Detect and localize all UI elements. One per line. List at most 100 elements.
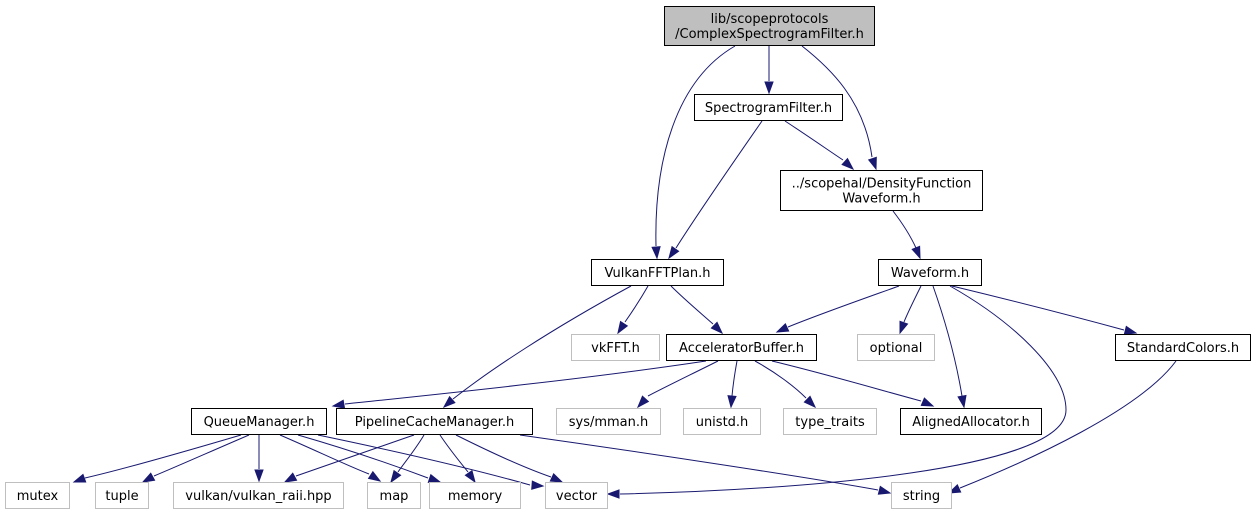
node-box[interactable] xyxy=(783,408,877,435)
node-box[interactable] xyxy=(336,408,533,435)
node-vulkanraii[interactable]: vulkan/vulkan_raii.hpp xyxy=(173,482,344,509)
edge-line xyxy=(519,434,879,491)
node-box[interactable] xyxy=(878,259,982,286)
arrowhead xyxy=(367,470,382,482)
node-box[interactable] xyxy=(591,259,724,286)
edge-waveform-to-vector xyxy=(606,285,1067,499)
arrowhead xyxy=(464,469,476,484)
node-optional[interactable]: optional xyxy=(857,334,935,361)
edge-line xyxy=(731,360,738,397)
node-label: /ComplexSpectrogramFilter.h xyxy=(675,27,864,42)
edge-line xyxy=(297,434,429,479)
edge-queue-to-map xyxy=(279,434,382,482)
arrowhead xyxy=(531,480,545,490)
node-label: AcceleratorBuffer.h xyxy=(679,341,804,356)
node-label: type_traits xyxy=(795,415,865,430)
node-waveform[interactable]: Waveform.h xyxy=(878,259,982,286)
node-box[interactable] xyxy=(666,334,817,361)
node-box[interactable] xyxy=(857,334,935,361)
arrowhead xyxy=(899,320,909,335)
edge-queue-to-vulkanraii xyxy=(254,435,264,483)
edge-line xyxy=(903,285,922,323)
node-complex[interactable]: lib/scopeprotocols/ComplexSpectrogramFil… xyxy=(664,6,875,46)
edge-line xyxy=(754,360,807,399)
arrowhead xyxy=(803,395,817,409)
arrowhead xyxy=(390,469,402,484)
node-box[interactable] xyxy=(900,408,1042,435)
node-mutex[interactable]: mutex xyxy=(5,482,70,509)
node-label: StandardColors.h xyxy=(1127,341,1239,356)
node-box[interactable] xyxy=(683,408,761,435)
node-string[interactable]: string xyxy=(891,482,952,509)
edge-pipeline-to-vulkanraii xyxy=(283,434,415,483)
edge-line xyxy=(784,120,844,161)
node-pipeline[interactable]: PipelineCacheManager.h xyxy=(336,408,533,435)
node-spectrogram[interactable]: SpectrogramFilter.h xyxy=(694,94,843,121)
arrowhead xyxy=(867,156,877,171)
node-vkfft[interactable]: vkFFT.h xyxy=(571,334,660,361)
node-label: mutex xyxy=(17,489,59,504)
node-label: ../scopehal/DensityFunction xyxy=(792,177,972,192)
node-box[interactable] xyxy=(429,482,521,509)
arrowhead xyxy=(911,245,921,260)
node-box[interactable] xyxy=(367,482,421,509)
node-box[interactable] xyxy=(545,482,608,509)
arrowhead xyxy=(1123,325,1138,335)
node-box[interactable] xyxy=(780,170,983,211)
edge-complex-to-spectrogram xyxy=(764,46,774,95)
node-box[interactable] xyxy=(5,482,70,509)
node-box[interactable] xyxy=(1115,334,1251,361)
node-vector[interactable]: vector xyxy=(545,482,608,509)
node-box[interactable] xyxy=(694,94,843,121)
edge-vulkanfft-to-accel xyxy=(670,285,724,335)
node-box[interactable] xyxy=(664,6,875,46)
node-label: tuple xyxy=(105,489,138,504)
node-box[interactable] xyxy=(173,482,344,509)
node-label: Waveform.h xyxy=(891,266,969,281)
node-map[interactable]: map xyxy=(367,482,421,509)
node-box[interactable] xyxy=(95,482,149,509)
edge-line xyxy=(801,45,873,158)
node-label: Waveform.h xyxy=(842,192,920,207)
node-vulkanfft[interactable]: VulkanFFTPlan.h xyxy=(591,259,724,286)
edge-vulkanfft-to-pipeline xyxy=(442,285,632,408)
node-unistd[interactable]: unistd.h xyxy=(683,408,761,435)
node-label: sys/mman.h xyxy=(569,415,649,430)
node-memory[interactable]: memory xyxy=(429,482,521,509)
edge-line xyxy=(619,285,1067,495)
edge-line xyxy=(959,360,1177,489)
node-label: SpectrogramFilter.h xyxy=(705,101,832,116)
edge-line xyxy=(295,434,415,477)
arrowhead xyxy=(668,245,680,260)
arrowhead xyxy=(651,246,661,260)
node-tuple[interactable]: tuple xyxy=(95,482,149,509)
edge-line xyxy=(279,434,370,475)
node-stdcolors[interactable]: StandardColors.h xyxy=(1115,334,1251,361)
node-box[interactable] xyxy=(191,408,327,435)
node-queue[interactable]: QueueManager.h xyxy=(191,408,327,435)
node-sysmman[interactable]: sys/mman.h xyxy=(556,408,661,435)
node-label: vector xyxy=(556,489,598,504)
edge-line xyxy=(655,45,736,247)
arrowhead xyxy=(764,81,774,95)
edge-waveform-to-accel xyxy=(775,285,900,333)
arrowhead xyxy=(331,399,346,409)
node-box[interactable] xyxy=(891,482,952,509)
edge-line xyxy=(455,434,552,478)
arrowhead xyxy=(442,395,456,408)
arrowhead xyxy=(72,473,87,483)
node-box[interactable] xyxy=(556,408,661,435)
node-label: PipelineCacheManager.h xyxy=(355,415,514,430)
node-accel[interactable]: AcceleratorBuffer.h xyxy=(666,334,817,361)
node-box[interactable] xyxy=(571,334,660,361)
node-typetraits[interactable]: type_traits xyxy=(783,408,877,435)
node-label: string xyxy=(903,489,940,504)
edge-waveform-to-optional xyxy=(899,285,922,335)
edge-line xyxy=(84,434,242,479)
node-aligned[interactable]: AlignedAllocator.h xyxy=(900,408,1042,435)
edge-complex-to-vulkanfft xyxy=(651,45,736,260)
arrowhead xyxy=(727,395,737,409)
edge-spectrogram-to-density xyxy=(784,120,855,170)
